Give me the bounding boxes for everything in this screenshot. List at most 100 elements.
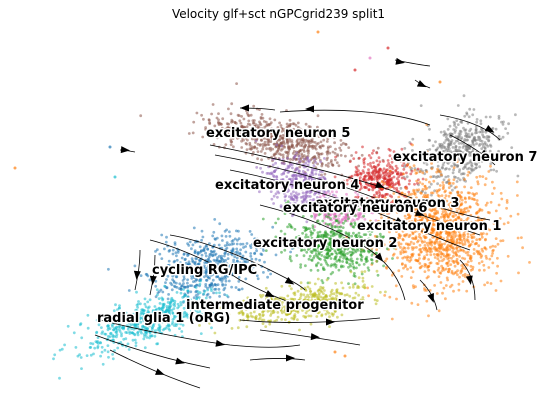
cell-point [388, 175, 391, 178]
cell-point [269, 121, 273, 124]
cell-point [317, 133, 321, 137]
cell-point [399, 242, 403, 246]
cell-point [296, 121, 300, 125]
cell-point [472, 248, 476, 251]
cell-point [228, 234, 232, 238]
cell-point [429, 175, 433, 179]
cell-point [486, 144, 490, 148]
cell-point [245, 242, 249, 245]
cell-point [221, 284, 225, 287]
cell-point [222, 135, 225, 138]
cell-point [408, 243, 412, 246]
cell-point [274, 253, 278, 257]
cell-point [270, 171, 273, 175]
cell-point [442, 257, 446, 261]
cell-point [370, 285, 374, 288]
cell-point [397, 269, 401, 273]
cell-point [458, 146, 461, 149]
cell-point [139, 302, 142, 306]
cell-point [343, 252, 347, 256]
cell-point [442, 286, 446, 290]
cell-point [460, 191, 463, 194]
cell-point [308, 254, 312, 258]
cell-point [456, 104, 460, 107]
cell-point [495, 169, 498, 173]
cell-point [166, 297, 170, 301]
cell-point [438, 184, 442, 187]
cell-point [489, 145, 493, 148]
cell-point [373, 175, 377, 179]
cell-point [402, 266, 405, 270]
cell-point [435, 148, 439, 152]
cell-point [349, 270, 353, 274]
cell-point [170, 288, 174, 292]
cell-point [475, 199, 479, 202]
cell-point [425, 186, 429, 190]
cell-point [100, 326, 103, 329]
cell-point [441, 163, 445, 167]
cell-point [306, 285, 310, 289]
cell-point [460, 269, 464, 273]
cell-point [89, 346, 93, 349]
cell-point [341, 286, 345, 290]
cell-point [233, 255, 237, 259]
cell-point [370, 178, 374, 182]
cell-point [345, 261, 349, 264]
cell-point [395, 297, 398, 301]
cell-point [302, 145, 306, 149]
cell-point [484, 157, 487, 161]
cell-point [290, 174, 294, 178]
cell-point [238, 252, 242, 256]
cell-point [296, 318, 299, 322]
cell-point [516, 174, 520, 178]
cell-point [435, 292, 439, 295]
cell-point [446, 175, 450, 178]
cell-point [267, 172, 270, 175]
cell-point [410, 169, 414, 173]
cell-point [283, 129, 286, 133]
cell-point [219, 135, 223, 138]
cell-point [425, 170, 429, 174]
cell-point [236, 250, 239, 254]
cell-point [285, 137, 289, 141]
cell-point [233, 237, 237, 241]
cell-point [450, 164, 454, 168]
cell-point [454, 149, 458, 152]
cell-point [261, 145, 265, 149]
cell-point [301, 136, 304, 140]
cell-point [337, 164, 341, 168]
cell-point [445, 236, 449, 239]
cell-point [437, 309, 441, 313]
cell-point [392, 192, 396, 195]
cell-point [259, 150, 263, 153]
cell-point [278, 138, 282, 141]
cell-point [63, 343, 66, 347]
cell-point [288, 124, 292, 128]
cell-point [305, 250, 309, 254]
cell-point [233, 121, 237, 124]
cell-point [139, 274, 143, 277]
cell-point [467, 240, 470, 244]
cell-point [416, 167, 420, 171]
cell-point [264, 286, 268, 290]
cell-point [262, 318, 266, 322]
cell-point [449, 285, 452, 289]
cell-point [220, 234, 224, 238]
cell-point [134, 341, 138, 345]
cell-point [172, 307, 176, 310]
cell-point [441, 144, 445, 147]
cell-point [408, 179, 411, 183]
cell-point [426, 244, 430, 247]
cell-point [439, 130, 443, 134]
cell-point [294, 123, 298, 127]
cell-point [320, 173, 323, 177]
cell-point [425, 163, 429, 166]
cell-point [500, 197, 504, 201]
cell-point [330, 163, 334, 166]
cell-point [249, 113, 253, 117]
cell-point [402, 251, 405, 254]
cell-point [451, 171, 455, 175]
cell-point [195, 257, 199, 261]
cell-point [468, 107, 472, 111]
cell-point [455, 185, 458, 189]
